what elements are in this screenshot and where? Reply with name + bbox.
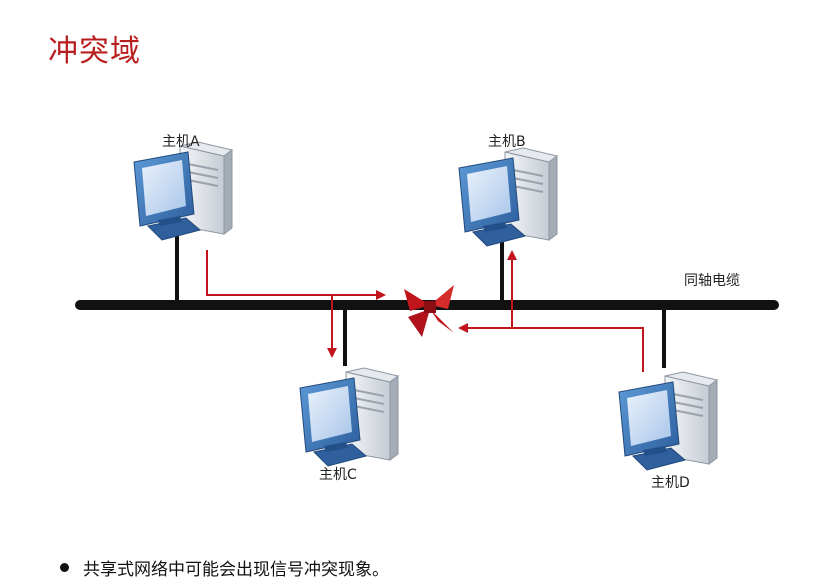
page-title: 冲突域 — [48, 34, 141, 69]
bullet-text: 共享式网络中可能会出现信号冲突现象。 — [83, 560, 389, 580]
host-d-label: 主机D — [651, 475, 690, 491]
host-b-label: 主机B — [488, 134, 526, 150]
coaxial-cable-label: 同轴电缆 — [684, 273, 740, 289]
bullet-list-item: 共享式网络中可能会出现信号冲突现象。 — [60, 555, 389, 580]
signal-a-to-collision — [206, 250, 386, 300]
host-a-computer-icon — [133, 141, 233, 241]
host-c-computer-icon — [299, 367, 399, 467]
host-a-label: 主机A — [162, 134, 200, 150]
signal-d-to-collision — [458, 323, 644, 372]
host-d-computer-icon — [618, 371, 718, 471]
host-c-label: 主机C — [319, 467, 357, 483]
host-b-computer-icon — [458, 147, 558, 247]
bullet-dot — [60, 563, 69, 572]
collision-icon — [404, 285, 454, 337]
